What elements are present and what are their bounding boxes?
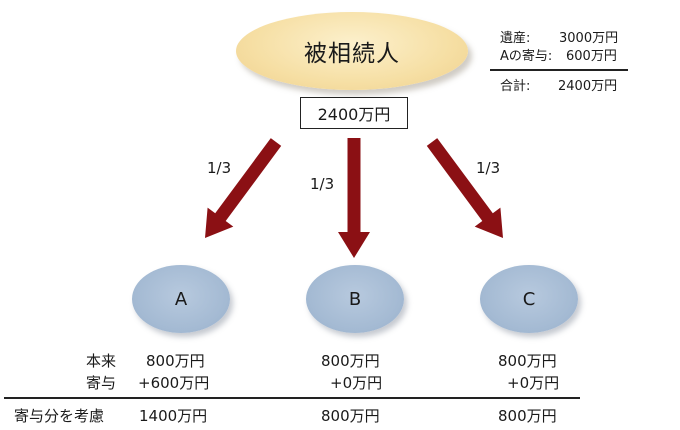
heir-b-total: 800万円 [321,407,380,425]
row-label-contribution: 寄与 [86,374,117,392]
heir-c: C [480,265,578,333]
heir-c-name: C [522,288,536,310]
heir-c-total: 800万円 [498,407,557,425]
heir-a: A [132,265,230,333]
decedent-ellipse: 被相続人 [236,12,468,90]
heir-a-total: 1400万円 [139,407,208,425]
decedent-label: 被相続人 [304,41,400,67]
heir-b-contribution: +0万円 [330,374,383,392]
arrow-to-a-icon [205,138,282,238]
summary-total-value: 2400万円 [558,79,618,94]
share-c-label: 1/3 [476,159,501,177]
heir-a-contribution: +600万円 [138,374,210,392]
summary-contribution-label: Aの寄与: [500,49,553,64]
share-b-label: 1/3 [310,175,335,193]
arrow-to-b-icon [338,138,370,258]
heir-a-name: A [174,288,188,310]
heir-c-base: 800万円 [498,352,557,370]
summary-divider [490,69,628,71]
summary-total-label: 合計: [500,79,531,94]
share-a-label: 1/3 [207,159,232,177]
heir-b-name: B [348,288,362,310]
summary-contribution-value: 600万円 [566,49,617,64]
row-label-base: 本来 [86,352,117,370]
arrow-to-c-icon [426,138,503,238]
heir-c-contribution: +0万円 [507,374,560,392]
estate-summary: 遺産: 3000万円 Aの寄与: 600万円 合計: 2400万円 [0,0,680,100]
row-label-total: 寄与分を考慮 [14,407,105,425]
estate-amount-box: 2400万円 [300,97,408,129]
heir-b: B [306,265,404,333]
summary-estate-label: 遺産: [500,31,531,46]
heir-a-base: 800万円 [146,352,205,370]
table-divider [4,397,580,399]
heir-b-base: 800万円 [321,352,380,370]
summary-estate-value: 3000万円 [559,31,619,46]
estate-amount: 2400万円 [317,105,391,124]
